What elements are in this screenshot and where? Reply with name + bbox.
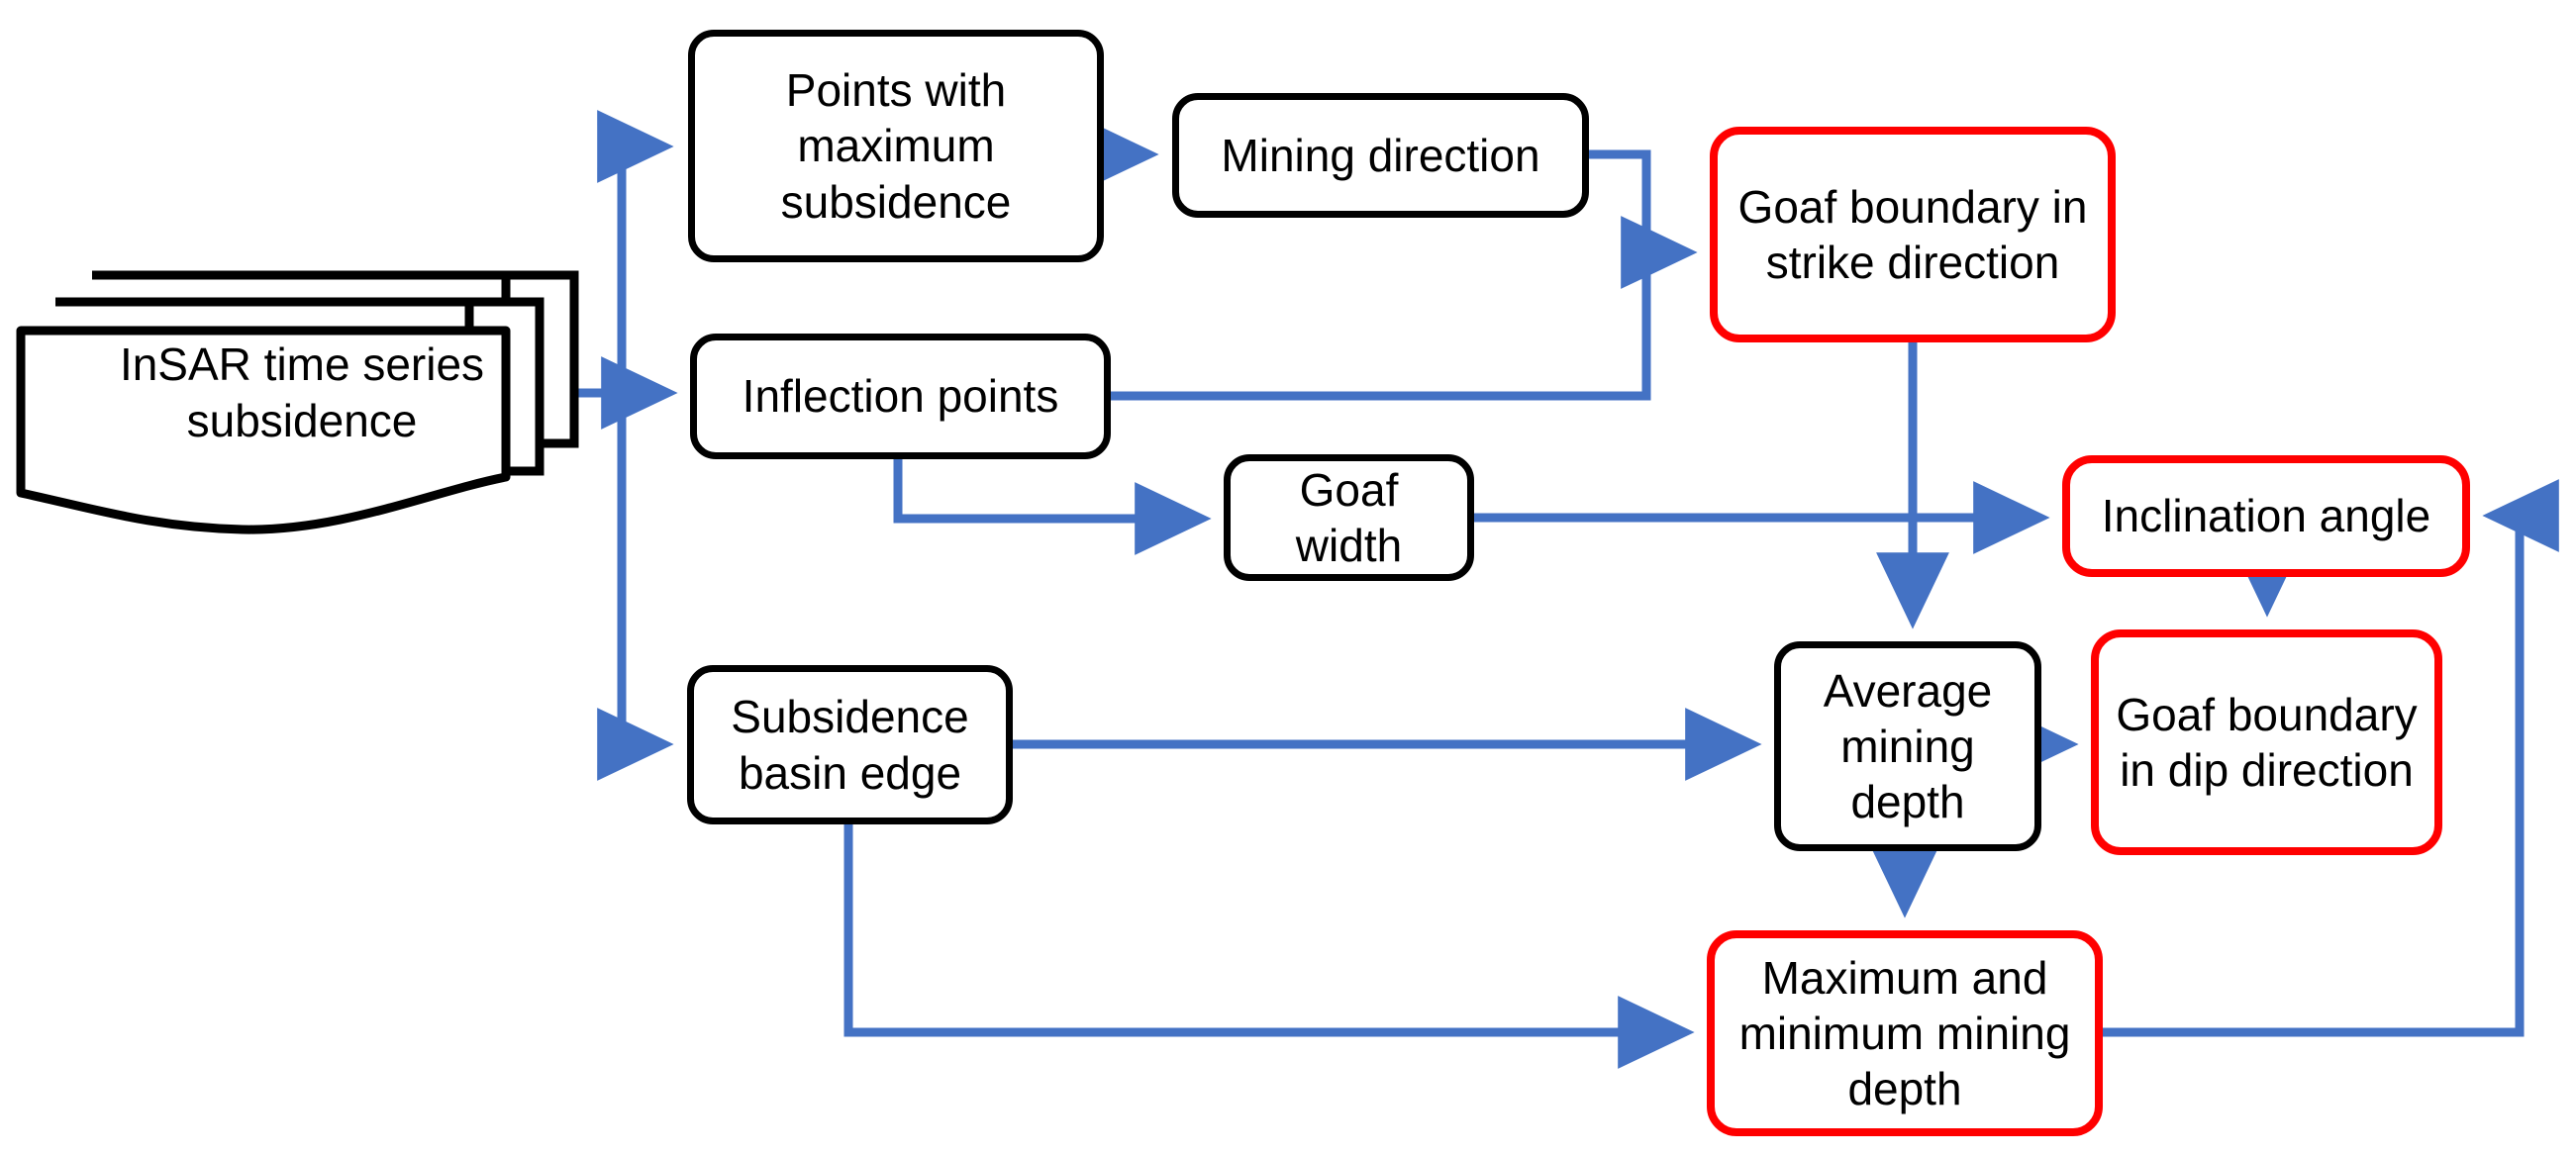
edge-maxmin-depth-to-inclination-angle: [2103, 479, 2559, 1037]
node-label: Goaf width: [1295, 463, 1403, 571]
node-insar-time-series-subsidence[interactable]: InSAR time series subsidence: [15, 249, 589, 536]
node-goaf-boundary-in-dip-direction[interactable]: Goaf boundary in dip direction: [2091, 629, 2442, 855]
node-label: Average mining depth: [1823, 664, 1993, 828]
node-label: Subsidence basin edge: [731, 691, 969, 799]
node-label: Inclination angle: [2101, 490, 2431, 542]
node-points-with-maximum-subsidence[interactable]: Points with maximum subsidence: [688, 30, 1104, 262]
node-label: Inflection points: [742, 370, 1059, 423]
edge-basin-edge-to-maxmin-depth: [843, 824, 1695, 1069]
node-subsidence-basin-edge[interactable]: Subsidence basin edge: [687, 665, 1013, 824]
edge-mining-direction-elbow: [1589, 149, 1651, 252]
multi-document-shape: [16, 270, 579, 534]
node-label: Goaf boundary in strike direction: [1737, 180, 2088, 288]
node-goaf-boundary-in-strike-direction[interactable]: Goaf boundary in strike direction: [1710, 127, 2116, 342]
node-inclination-angle[interactable]: Inclination angle: [2062, 455, 2470, 577]
node-maximum-and-minimum-mining-depth[interactable]: Maximum and minimum mining depth: [1707, 930, 2103, 1136]
edge-inflection-to-goaf-width: [893, 459, 1212, 555]
edge-inflection-to-goaf-strike: [1111, 252, 1651, 401]
node-average-mining-depth[interactable]: Average mining depth: [1774, 641, 2041, 851]
node-label: Goaf boundary in dip direction: [2116, 688, 2418, 796]
node-mining-direction[interactable]: Mining direction: [1172, 93, 1589, 218]
node-goaf-width[interactable]: Goaf width: [1224, 454, 1474, 581]
node-label: Mining direction: [1221, 129, 1540, 181]
node-inflection-points[interactable]: Inflection points: [690, 334, 1111, 459]
node-label: Points with maximum subsidence: [780, 64, 1012, 228]
node-label: Maximum and minimum mining depth: [1738, 951, 2071, 1115]
